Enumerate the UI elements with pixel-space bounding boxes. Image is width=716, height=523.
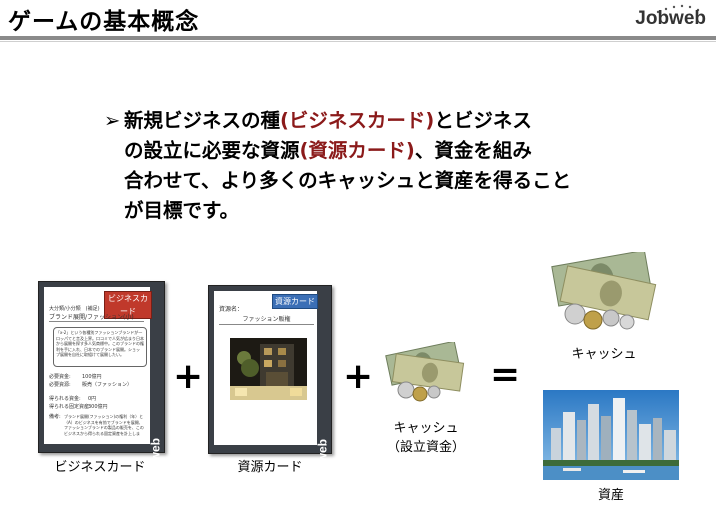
funding-cash-line1: キャッシュ — [393, 421, 459, 436]
funding-cash-label: キャッシュ （設立資金） — [376, 419, 476, 457]
header-rule — [0, 36, 716, 40]
bullet-line4: が目標です。 — [124, 199, 240, 222]
bullet-line1: 新規ビジネスの種(ビジネスカード)とビジネス — [124, 109, 532, 132]
equals-operator: = — [490, 354, 521, 395]
resource-card-caption: 資源カード — [237, 460, 303, 475]
funding-cash-line2: （設立資金） — [386, 440, 465, 455]
funds-label: 必要資金: — [49, 374, 71, 380]
bullet-text: 新規ビジネスの種(ビジネスカード)とビジネス の設立に必要な資源(資源カード)、… — [124, 106, 624, 226]
business-card-caption: ビジネスカード — [54, 460, 146, 475]
resource-card: 資源カード 資源名： ファッション販権 Jobweb — [208, 285, 332, 484]
resource-value: 販売（ファッション） — [82, 382, 133, 388]
plus-operator-1: + — [173, 356, 204, 397]
business-card-name: ブランド展開/ファッション(小) — [49, 314, 144, 322]
resource-card-tag: 資源カード — [272, 294, 318, 309]
bullet-point: ➢ 新規ビジネスの種(ビジネスカード)とビジネス の設立に必要な資源(資源カード… — [104, 106, 624, 226]
resource-name-label: 資源名： — [219, 306, 244, 313]
business-card-description: 「x-2」という各種別ファッションブランドが一ロッパてと言及上界。口コミで人気が… — [53, 327, 147, 367]
night-street-photo — [230, 338, 307, 400]
business-card: ビジネスカード 大分類/小分類 (補足) ブランド展開/ファッション(小) 「x… — [38, 281, 165, 483]
business-card-tag: ビジネスカード — [104, 291, 152, 319]
city-skyline-photo — [543, 390, 679, 480]
note-text: ブランド展開(ファッション)の権利（年）と（A）のビジネスを有効でブランドを展開… — [64, 414, 144, 436]
resource-name: ファッション販権 — [219, 316, 314, 325]
asset-label: 資産 — [597, 488, 624, 503]
business-card-category: 大分類/小分類 (補足) — [49, 306, 100, 312]
cash-label: 得られる資金: — [49, 396, 81, 402]
logo-dots-icon — [656, 4, 700, 14]
asset-value: 300億円 — [88, 404, 108, 410]
money-icon — [385, 342, 465, 402]
asset-label: 得られる固定資産: — [49, 404, 91, 410]
funds-value: 100億円 — [82, 374, 102, 380]
bullet-line3: 合わせて、より多くのキャッシュと資産を得ること — [124, 169, 572, 192]
cash-money-icon — [551, 252, 657, 330]
bullet-line2: の設立に必要な資源(資源カード)、資金を組み — [124, 139, 532, 162]
jobweb-logo: Jobweb — [635, 8, 706, 29]
plus-operator-2: + — [343, 356, 374, 397]
note-label: 備考: — [49, 414, 61, 420]
arrow-bullet-icon: ➢ — [104, 109, 121, 132]
page-title: ゲームの基本概念 — [8, 9, 200, 35]
resource-label: 必要資源: — [49, 382, 71, 388]
cash-label: キャッシュ — [571, 347, 637, 362]
cash-value: 0円 — [88, 396, 97, 402]
header-rule-thin — [0, 41, 716, 42]
